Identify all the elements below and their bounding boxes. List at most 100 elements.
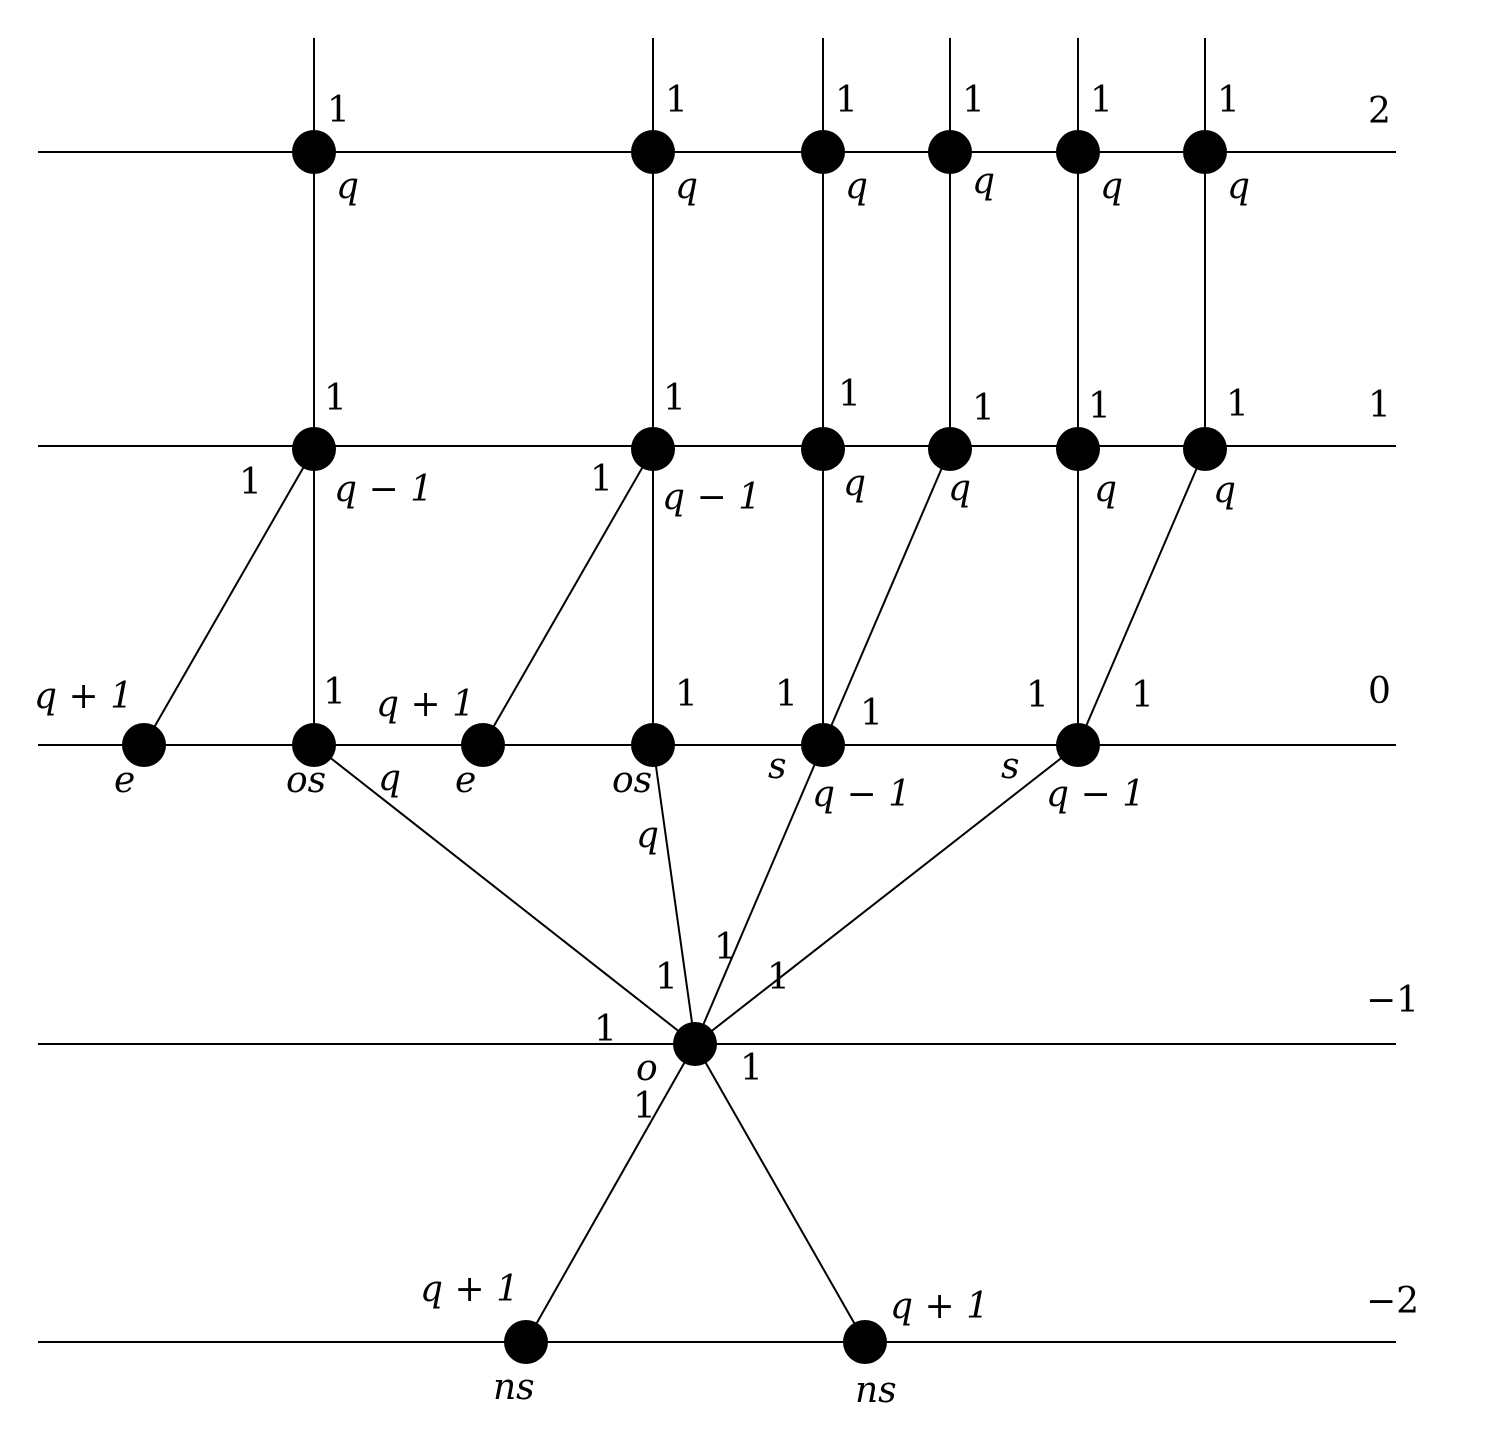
vertex-label: q: [972, 161, 995, 202]
vertex: [928, 130, 972, 174]
edge-label: 1: [665, 80, 688, 121]
level-neg1-labels: 1 1 1 1 1 1 o: [594, 927, 790, 1127]
level-lines: [38, 151, 1396, 1343]
vertex-label: q + 1: [34, 676, 133, 717]
diagonal-edge: [525, 1043, 696, 1343]
vertex-label: q: [845, 166, 868, 207]
vertex: [292, 130, 336, 174]
level-2-labels: 1 1 1 1 1 1 q q q q q q: [327, 80, 1250, 207]
vertices: [122, 130, 1227, 1364]
vertex-label: q: [843, 463, 866, 504]
vertex-label: q + 1: [890, 1286, 989, 1327]
vertex: [1056, 130, 1100, 174]
vertex: [1183, 130, 1227, 174]
vertex: [1183, 427, 1227, 471]
vertex: [504, 1320, 548, 1364]
vertex-label: os: [612, 760, 652, 801]
edge-label: 1: [1226, 384, 1249, 425]
vertex: [801, 723, 845, 767]
edge-label: 1: [714, 927, 737, 968]
edge-label: 1: [775, 674, 798, 715]
vertex: [1056, 723, 1100, 767]
edge-label: 1: [1088, 386, 1111, 427]
level-label: 2: [1368, 91, 1391, 132]
level-label: 1: [1368, 385, 1391, 426]
diagonal-edge: [482, 448, 654, 746]
vertex: [631, 130, 675, 174]
vertex-label: q − 1: [662, 477, 761, 518]
edge-label: 1: [1090, 80, 1113, 121]
edge-label: 1: [590, 459, 613, 500]
vertex-label: q: [675, 166, 698, 207]
vertex-label: e: [114, 760, 135, 801]
vertex: [292, 427, 336, 471]
edge-label: 1: [972, 388, 995, 429]
edge-label: 1: [1131, 675, 1154, 716]
level-1-labels: 1 1 1 1 1 1 1 1 q − 1 q − 1 q q q q: [239, 374, 1249, 518]
vertex: [673, 1022, 717, 1066]
edge-label: 1: [835, 80, 858, 121]
vertex: [122, 723, 166, 767]
edge-label: q: [636, 815, 659, 856]
edge-label: 1: [655, 957, 678, 998]
edge-label: 1: [860, 693, 883, 734]
diagonal-edge: [313, 744, 696, 1045]
diagonal-edge: [822, 448, 951, 746]
vertex-label: o: [636, 1048, 658, 1089]
vertex-label: q: [336, 166, 359, 207]
edge-label: 1: [239, 462, 262, 503]
level-label: −1: [1366, 980, 1419, 1021]
vertex: [292, 723, 336, 767]
edge-label: 1: [327, 90, 350, 131]
edge-label: 1: [740, 1048, 763, 1089]
edge-label: 1: [675, 674, 698, 715]
vertex: [1056, 427, 1100, 471]
vertex-label: q: [1213, 470, 1236, 511]
vertex-label: q: [1227, 166, 1250, 207]
diagonal-edge: [143, 448, 315, 746]
vertex-label: ns: [493, 1367, 535, 1408]
edge-label: 1: [767, 957, 790, 998]
vertex-label: e: [455, 760, 476, 801]
edge-label: q: [378, 758, 401, 799]
vertex-label: s: [768, 746, 786, 787]
vertex: [461, 723, 505, 767]
vertex-label: q + 1: [420, 1269, 519, 1310]
edge-label: 1: [594, 1009, 617, 1050]
edge-label: 1: [1026, 675, 1049, 716]
level-neg2-labels: q + 1 q + 1 ns ns: [420, 1269, 989, 1411]
vertex-label: q: [948, 468, 971, 509]
vertex: [801, 130, 845, 174]
vertex-label: q: [1094, 469, 1117, 510]
vertex-label: q − 1: [812, 774, 911, 815]
edge-label: 1: [962, 80, 985, 121]
edge-label: 1: [633, 1086, 656, 1127]
vertex-label: q − 1: [334, 469, 433, 510]
vertex-label: os: [286, 760, 326, 801]
edge-label: 1: [323, 672, 346, 713]
vertex: [843, 1320, 887, 1364]
level-label: −2: [1366, 1281, 1419, 1322]
diagonal-edge: [694, 744, 1079, 1045]
vertex-label: q − 1: [1046, 774, 1145, 815]
vertex: [801, 427, 845, 471]
vertex-label: ns: [855, 1370, 897, 1411]
edge-label: 1: [1217, 80, 1240, 121]
level-0-labels: q + 1 q + 1 1 1 1 1 1 1 e os e os s s q …: [34, 672, 1154, 856]
level-label: 0: [1368, 671, 1391, 712]
diagonal-edge: [694, 1043, 866, 1343]
diagonal-edge: [694, 744, 824, 1045]
edge-label: 1: [324, 378, 347, 419]
vertex-label: q + 1: [376, 684, 475, 725]
diagonal-edge: [1077, 448, 1206, 746]
edge-label: 1: [838, 374, 861, 415]
diagonal-edge: [652, 744, 696, 1045]
diagonal-edges: [143, 448, 1206, 1343]
level-labels: 2 1 0 −1 −2: [1366, 91, 1419, 1322]
vertex: [631, 427, 675, 471]
edge-label: 1: [663, 378, 686, 419]
vertex-label: s: [1001, 746, 1019, 787]
vertex: [631, 723, 675, 767]
vertex-label: q: [1100, 166, 1123, 207]
vertex: [928, 427, 972, 471]
